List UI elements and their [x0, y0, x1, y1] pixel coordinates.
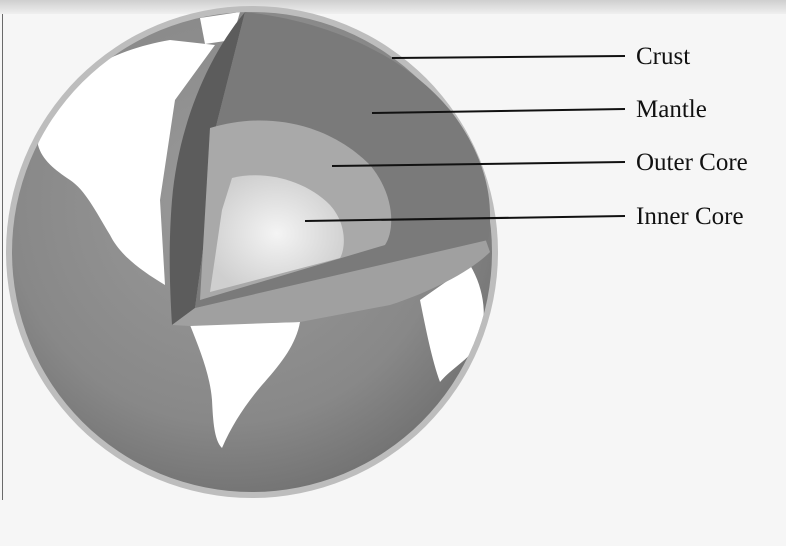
crust-leader-line — [391, 55, 626, 59]
scan-border-top — [0, 0, 786, 14]
cutaway — [169, 12, 491, 326]
continent-south-america — [190, 322, 300, 448]
globe — [6, 6, 498, 498]
inner-core-leader-line — [304, 215, 626, 222]
outer-core-leader-line — [331, 161, 626, 167]
scan-border-left — [2, 14, 3, 500]
inner-core-layer — [210, 175, 344, 292]
leader-lines — [304, 55, 626, 222]
crust-label: Crust — [636, 43, 690, 70]
crust-bottom-face — [172, 238, 490, 326]
mantle-label: Mantle — [636, 96, 707, 123]
mantle-leader-line — [371, 108, 626, 114]
crust-face — [169, 12, 245, 325]
continent-africa — [420, 265, 484, 382]
layer-labels: Crust Mantle Outer Core Inner Core — [636, 43, 748, 230]
continents — [38, 12, 484, 448]
inner-core-label: Inner Core — [636, 203, 744, 230]
outer-core-label: Outer Core — [636, 149, 748, 176]
continent-north-america — [38, 40, 215, 285]
